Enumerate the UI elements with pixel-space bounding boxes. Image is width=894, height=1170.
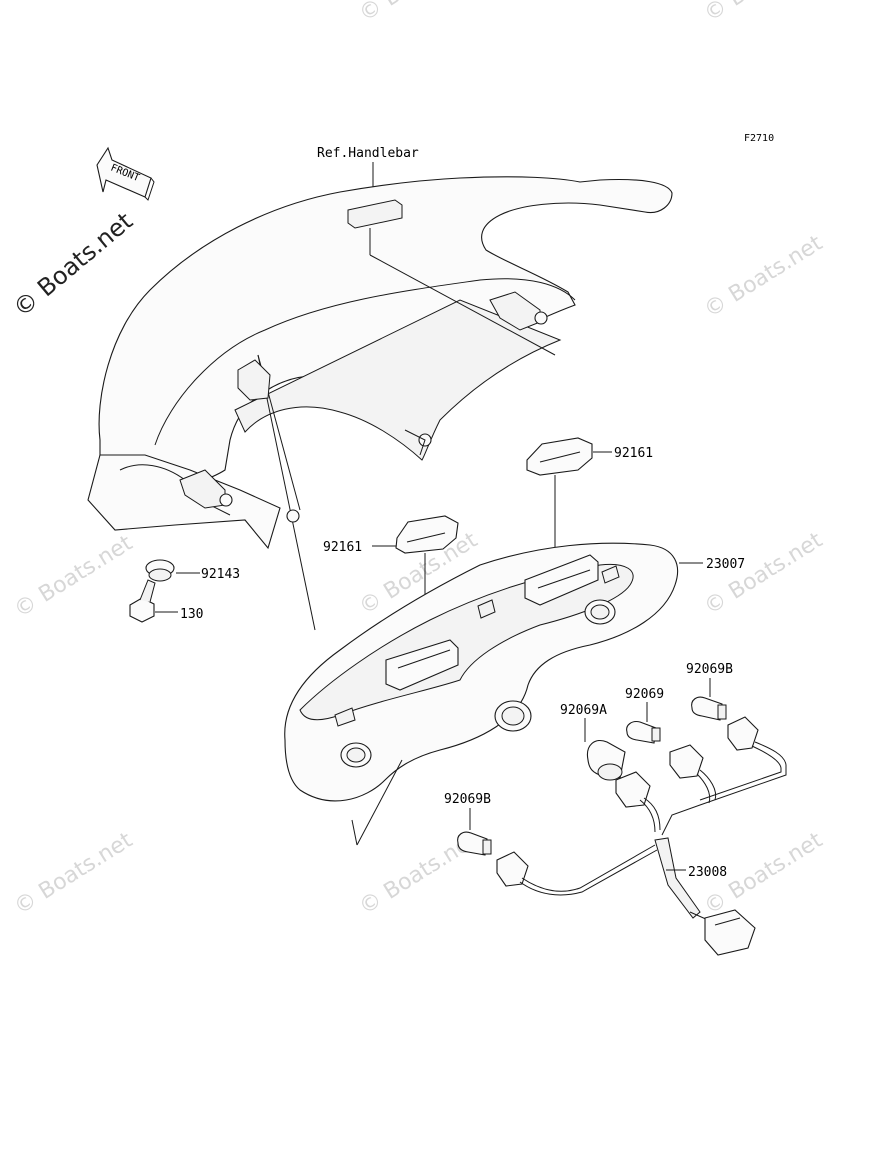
watermark: © Boats.net	[700, 528, 827, 621]
wire-harness-23008	[496, 716, 787, 956]
bolt-130	[129, 579, 178, 623]
figure-code: F2710	[744, 133, 774, 144]
bulb-92069B-lower	[457, 808, 492, 856]
watermark: © Boats.net	[700, 231, 827, 324]
watermark: © Boats.net	[355, 0, 482, 27]
watermark: © Boats.net	[10, 828, 137, 921]
watermark: © Boats.net	[700, 0, 827, 27]
front-arrow-icon: FRONT	[96, 146, 155, 201]
label-92161-upper: 92161	[614, 446, 653, 461]
meter-cover	[87, 176, 673, 631]
label-23007: 23007	[706, 557, 745, 572]
watermark-dark: © Boats.net	[8, 207, 138, 323]
label-130: 130	[180, 607, 203, 622]
label-92161-lower: 92161	[323, 540, 362, 555]
watermark: © Boats.net	[10, 531, 137, 624]
label-92143: 92143	[201, 567, 240, 582]
bulb-92069A	[584, 718, 626, 781]
label-92069B-upper: 92069B	[686, 662, 733, 677]
label-92069A: 92069A	[560, 703, 607, 718]
cushion-92161-upper	[526, 437, 612, 552]
label-92069B-lower: 92069B	[444, 792, 491, 807]
grommet-92143	[145, 559, 200, 582]
bulb-92069B-upper	[691, 678, 727, 721]
label-92069: 92069	[625, 687, 664, 702]
ref-handlebar-label: Ref.Handlebar	[317, 146, 419, 161]
bulb-92069	[626, 702, 661, 744]
label-23008: 23008	[688, 865, 727, 880]
meter-assembly-23007	[284, 542, 703, 846]
